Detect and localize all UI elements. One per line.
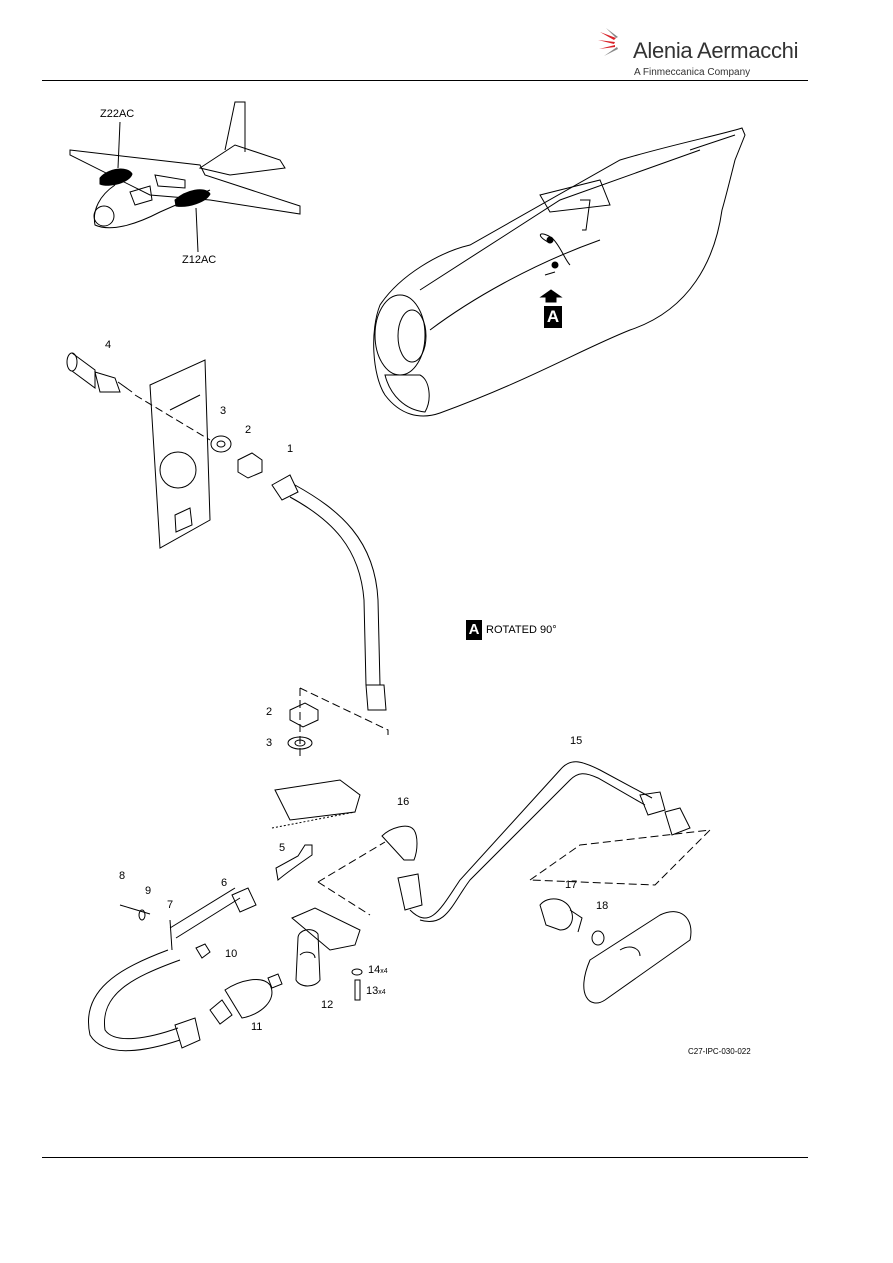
detail-a-marker: A xyxy=(544,306,562,328)
item-14-qty: x4 xyxy=(380,968,388,975)
footer-rule xyxy=(42,1157,808,1158)
item-callout-11: 11 xyxy=(251,1021,263,1033)
item-callout-9: 9 xyxy=(145,885,152,897)
item-callout-2: 2 xyxy=(245,424,252,436)
item-4-union xyxy=(66,352,133,393)
item-callout-7: 7 xyxy=(167,899,174,911)
item-13-number: 13 xyxy=(366,985,379,997)
item-13-qty: x4 xyxy=(378,989,386,996)
brand-name: Alenia Aermacchi xyxy=(633,38,799,63)
brand-subtitle: A Finmeccanica Company xyxy=(634,67,751,78)
item-callout-12: 12 xyxy=(321,999,334,1011)
item-callout-14: 14x4 xyxy=(368,965,388,976)
item-callout-3: 3 xyxy=(220,405,227,417)
aircraft-locator-icon xyxy=(69,101,301,229)
item-callout-16: 16 xyxy=(397,796,410,808)
item-callout-18: 18 xyxy=(596,900,609,912)
item-callout-10: 10 xyxy=(225,948,238,960)
item-callout-2-lower: 2 xyxy=(266,706,273,718)
nacelle-drawing xyxy=(373,127,746,417)
alenia-logo-icon xyxy=(598,28,618,56)
item-callout-4: 4 xyxy=(105,339,112,351)
item-14-number: 14 xyxy=(368,964,381,976)
figure-reference: C27-IPC-030-022 xyxy=(688,1047,751,1056)
header-rule xyxy=(42,80,808,81)
item-callout-17: 17 xyxy=(565,879,578,891)
item-callout-1: 1 xyxy=(287,443,294,455)
item-callout-15: 15 xyxy=(570,735,583,747)
item-callout-5: 5 xyxy=(279,842,286,854)
item-callout-6: 6 xyxy=(221,877,228,889)
zone-label-lower: Z12AC xyxy=(182,254,217,266)
zone-label-upper: Z22AC xyxy=(100,108,135,120)
panel-bracket xyxy=(149,359,211,549)
item-1-tube xyxy=(271,474,387,711)
rotated-label: ROTATED 90° xyxy=(486,624,557,636)
item-callout-8: 8 xyxy=(119,870,126,882)
item-callout-13: 13x4 xyxy=(366,986,386,997)
detail-a-badge: A xyxy=(466,620,482,640)
item-callout-3-lower: 3 xyxy=(266,737,273,749)
